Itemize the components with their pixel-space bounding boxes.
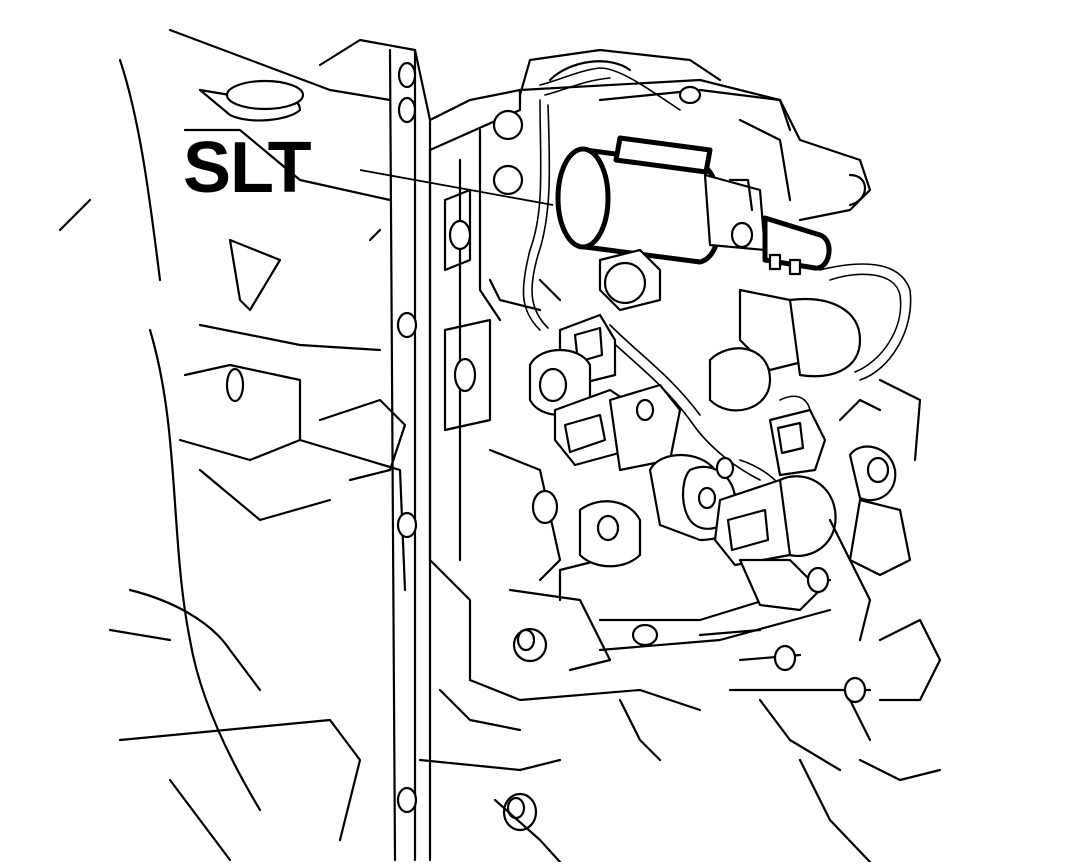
valve-body-plate (418, 78, 942, 864)
upper-valve-housing (478, 48, 872, 322)
case-flange (318, 38, 522, 862)
solenoid-cluster (528, 248, 922, 672)
transmission-case (58, 28, 407, 862)
slt-callout-label: SLT (183, 128, 312, 208)
slt-solenoid (555, 135, 832, 276)
slt-leader-line (359, 169, 554, 206)
